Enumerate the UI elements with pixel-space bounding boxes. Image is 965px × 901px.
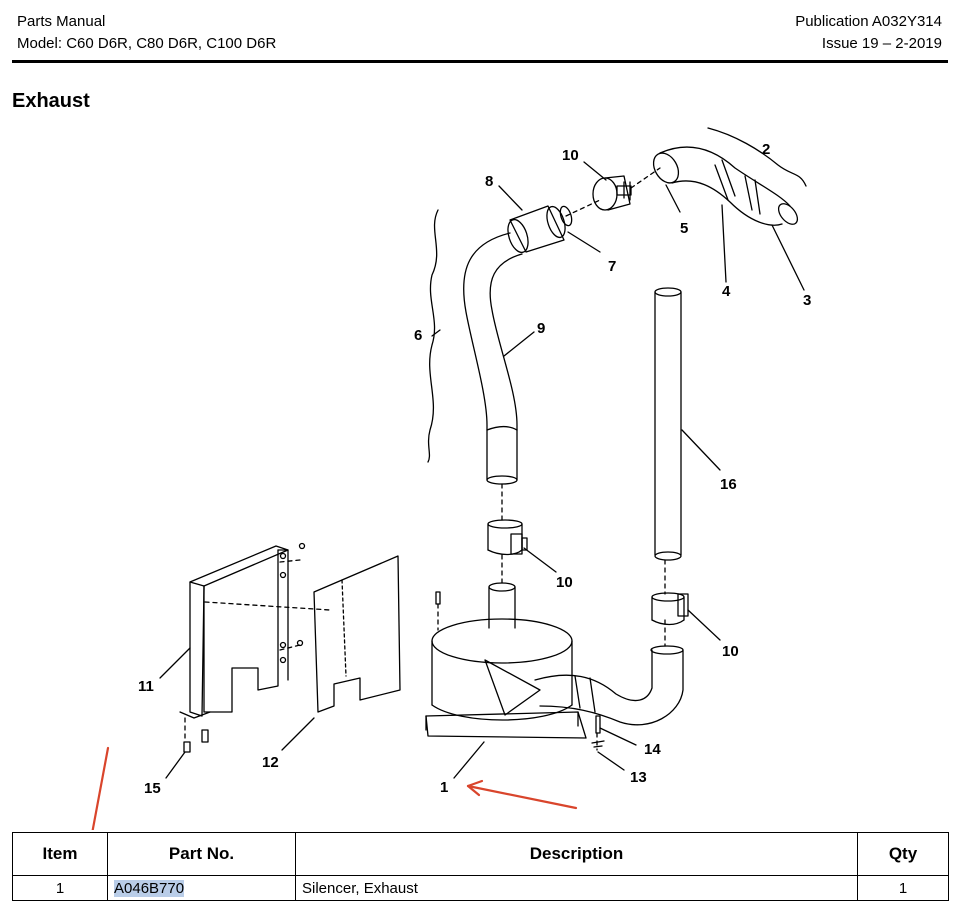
- callout-12: 12: [262, 754, 279, 771]
- part-7-8-coupler: [507, 205, 573, 254]
- issue-line: Issue 19 – 2-2019: [821, 35, 942, 52]
- cell-description: Silencer, Exhaust: [295, 875, 858, 901]
- callout-5: 5: [680, 220, 688, 237]
- callout-13: 13: [630, 769, 647, 786]
- part-9-pipe: [463, 232, 523, 485]
- part-11-bracket: [179, 542, 306, 719]
- break-line-top: [707, 127, 807, 187]
- callout-11: 11: [138, 678, 154, 695]
- callout-10-low: 10: [722, 643, 739, 660]
- part-10-low-clamp: [651, 592, 689, 626]
- part-3-4-5-pipe: [652, 146, 799, 226]
- break-line-left: [427, 209, 439, 463]
- col-header-item: Item: [12, 832, 108, 876]
- callout-14: 14: [644, 741, 661, 758]
- annotation-arrows: [91, 746, 578, 830]
- exhaust-diagram: 1 2 3 4 5 6 7 8 9 10 10 10 11 12 13 14 1…: [91, 127, 811, 830]
- part-16-stack-pipe: [654, 287, 682, 561]
- model-line: Model: C60 D6R, C80 D6R, C100 D6R: [17, 35, 277, 52]
- table-header-row: Item Part No. Description Qty: [12, 832, 949, 876]
- header-right: Publication A032Y314 Issue 19 – 2-2019: [795, 11, 942, 55]
- col-header-qty: Qty: [857, 832, 949, 876]
- manual-title: Parts Manual: [17, 13, 106, 30]
- callout-1: 1: [440, 779, 448, 796]
- callout-3: 3: [803, 292, 811, 309]
- part-15-screws: [183, 591, 441, 753]
- callout-7: 7: [608, 258, 616, 275]
- parts-13-14-hardware: [591, 715, 605, 748]
- cell-part-no[interactable]: A046B770: [107, 875, 296, 901]
- arrow-to-callout-1: [466, 784, 578, 810]
- col-header-part-no: Part No.: [107, 832, 296, 876]
- assembly-lines: [184, 167, 666, 751]
- callout-6: 6: [414, 327, 422, 344]
- cell-item: 1: [12, 875, 108, 901]
- cell-qty: 1: [857, 875, 949, 901]
- section-title: Exhaust: [12, 90, 90, 112]
- callout-10-top: 10: [562, 147, 579, 164]
- table-row: 1 A046B770 Silencer, Exhaust 1: [12, 875, 949, 901]
- header-rule: [12, 60, 948, 63]
- header-left: Parts Manual Model: C60 D6R, C80 D6R, C1…: [17, 11, 276, 55]
- publication-number: Publication A032Y314: [795, 13, 942, 30]
- part-12-plate: [313, 555, 401, 713]
- part-10-mid-clamp: [487, 519, 528, 556]
- callout-8: 8: [485, 173, 493, 190]
- callout-15: 15: [144, 780, 161, 797]
- part-number-highlight[interactable]: A046B770: [114, 879, 185, 897]
- callout-9: 9: [537, 320, 545, 337]
- col-header-description: Description: [295, 832, 858, 876]
- callout-4: 4: [722, 283, 731, 300]
- part-1-silencer: [425, 582, 684, 739]
- leader-lines: [159, 161, 805, 779]
- callout-2: 2: [762, 141, 770, 158]
- callout-10-mid: 10: [556, 574, 573, 591]
- callouts: 1 2 3 4 5 6 7 8 9 10 10 10 11 12 13 14 1…: [138, 141, 811, 797]
- part-10-top-clamp: [592, 175, 632, 211]
- parts-table: Item Part No. Description Qty 1 A046B770…: [12, 832, 949, 901]
- callout-16: 16: [720, 476, 737, 493]
- arrow-to-item-1: [91, 746, 110, 830]
